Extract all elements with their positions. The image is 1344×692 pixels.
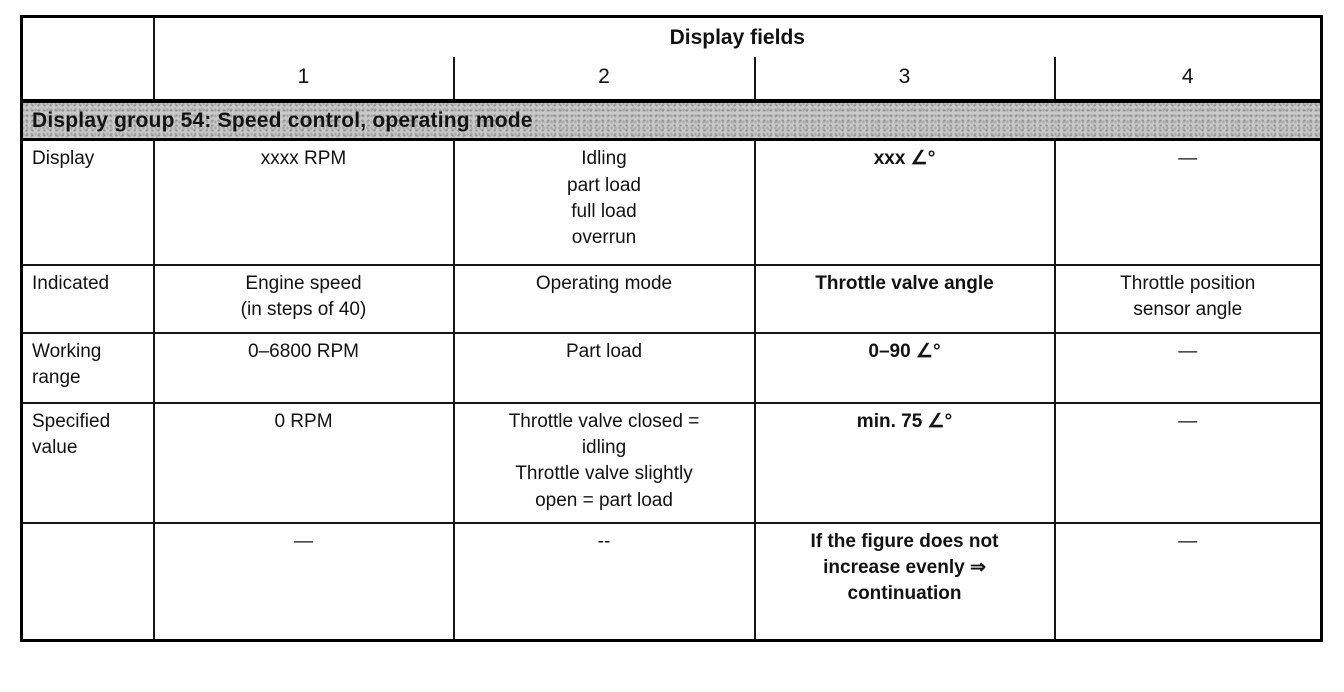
display-group-table: Display fields 1 2 3 4 Display group 54:… <box>20 15 1324 643</box>
row-label-display: Display <box>20 138 155 266</box>
cell-display-col1: xxxx RPM <box>152 138 455 266</box>
cell-working-col3: 0–90 ∠° <box>753 331 1056 404</box>
table-row: Working range 0–6800 RPM Part load 0–90 … <box>20 331 1323 404</box>
cell-indicated-col4: Throttle position sensor angle <box>1053 263 1323 334</box>
column-number-row: 1 2 3 4 <box>22 56 1323 102</box>
cell-working-col1: 0–6800 RPM <box>152 331 455 404</box>
column-header-3: 3 <box>753 56 1056 102</box>
table-row: Display xxxx RPM Idling part load full l… <box>20 138 1323 266</box>
cell-indicated-col2: Operating mode <box>452 263 756 334</box>
corner-cell <box>20 15 155 101</box>
display-group-banner-row: Display group 54: Speed control, operati… <box>20 98 1323 142</box>
row-label-specified-value: Specified value <box>20 401 155 524</box>
cell-specified-col4: — <box>1053 401 1323 524</box>
cell-specified-col2: Throttle valve closed = idling Throttle … <box>452 401 756 524</box>
column-header-1: 1 <box>152 56 455 102</box>
cell-specified-col3: min. 75 ∠° <box>753 401 1056 524</box>
column-header-2: 2 <box>452 56 756 102</box>
table-row: — -- If the figure does not increase eve… <box>20 521 1323 642</box>
row-label-indicated: Indicated <box>20 263 155 334</box>
display-group-banner: Display group 54: Speed control, operati… <box>20 98 1323 142</box>
cell-working-col4: — <box>1053 331 1323 404</box>
table-row: Indicated Engine speed (in steps of 40) … <box>20 263 1323 334</box>
cell-indicated-col3: Throttle valve angle <box>753 263 1056 334</box>
table-header-row: Display fields <box>20 15 1323 101</box>
cell-display-col3: xxx ∠° <box>753 138 1056 266</box>
cell-indicated-col1: Engine speed (in steps of 40) <box>152 263 455 334</box>
cell-display-col4: — <box>1053 138 1323 266</box>
row-label-working-range: Working range <box>20 331 155 404</box>
cell-note-col2: -- <box>452 521 756 642</box>
cell-note-col1: — <box>152 521 455 642</box>
cell-display-col2: Idling part load full load overrun <box>452 138 756 266</box>
cell-note-col3: If the figure does not increase evenly ⇒… <box>753 521 1056 642</box>
cell-working-col2: Part load <box>452 331 756 404</box>
table-row: Specified value 0 RPM Throttle valve clo… <box>20 401 1323 524</box>
cell-note-col4: — <box>1053 521 1323 642</box>
row-label-empty <box>20 521 155 642</box>
table-title: Display fields <box>152 15 1323 57</box>
column-header-4: 4 <box>1053 56 1323 102</box>
cell-specified-col1: 0 RPM <box>152 401 455 524</box>
